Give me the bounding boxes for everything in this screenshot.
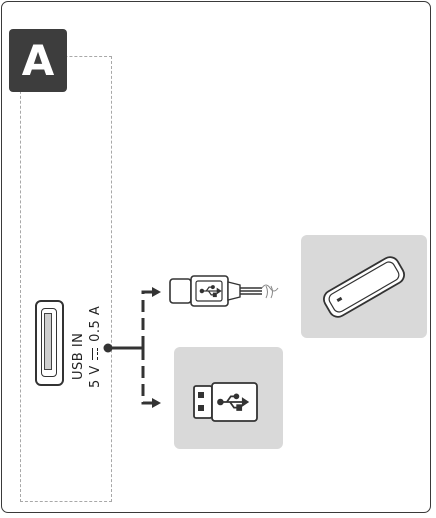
usb-port-icon — [35, 300, 64, 386]
branch-down — [141, 348, 152, 405]
section-letter: A — [21, 36, 55, 85]
external-hdd-icon — [323, 256, 405, 318]
usb-flash-drive-icon — [193, 382, 258, 422]
arrow-down-head — [152, 398, 161, 408]
usb-port-tongue — [44, 313, 52, 370]
branch-up — [141, 290, 152, 348]
arrow-up-head — [152, 287, 161, 297]
usb-port-opening — [41, 308, 57, 377]
usb-cable-plug-icon — [169, 275, 279, 307]
section-badge: A — [9, 29, 67, 92]
